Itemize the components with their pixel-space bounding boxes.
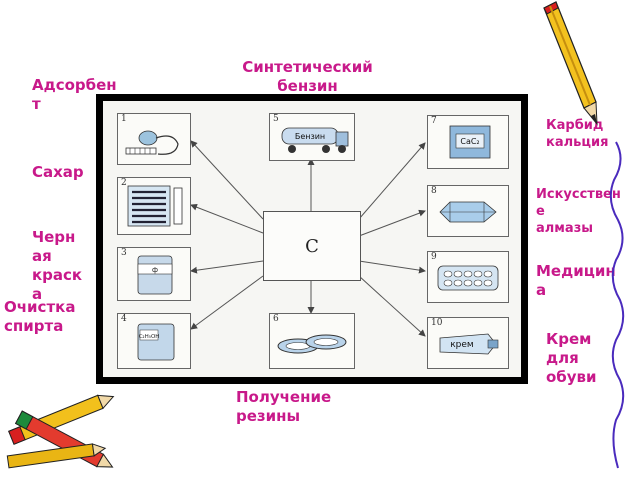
tanker-truck-icon: Бензин [281,127,349,153]
label-rubber: Получение резины [236,388,332,425]
cell-number: 4 [121,314,127,324]
arrow-to-4 [190,275,264,330]
label-adsorbent: Адсорбен т [32,76,117,113]
tablets-icon [437,265,499,291]
cell-synthetic-gasoline: 5 Бензин [269,113,355,161]
cream-label: крем [450,340,473,350]
cell-number: 3 [121,248,127,258]
paint-jar-icon: ф [137,255,173,295]
cell-adsorbent: 1 [117,113,191,165]
label-sugar: Сахар [32,163,84,181]
carbon-center-box: C [263,211,361,281]
label-spirit-cleaning: Очистка спирта [4,298,76,335]
arrow-to-9 [358,260,426,274]
squiggle-icon [609,141,625,469]
diagram-panel: C 1 2 [103,101,521,377]
cell-number: 10 [431,318,443,328]
label-medicine: Медицин а [536,262,616,299]
label-artificial-diamonds: Искусствен е алмазы [536,187,621,236]
cell-artificial-diamonds: 8 [427,185,509,237]
cell-number: 6 [273,314,279,324]
cell-spirit-cleaning: 4 C₂H₅OH [117,313,191,369]
arrow-to-8 [358,209,426,237]
cell-medicine: 9 [427,251,509,303]
label-calcium-carbide: Карбид кальция [546,118,609,150]
carbide-drum-icon: CaC₂ [449,125,491,159]
gas-mask-icon [125,130,179,155]
paint-jar-text: ф [152,266,158,274]
arrow-to-10 [358,275,426,337]
diamond-icon [439,201,497,223]
arrow-to-1 [190,140,264,220]
cream-tube-icon: крем [439,333,499,355]
connector-arrows [190,140,426,337]
tanker-label: Бензин [295,132,325,141]
spirit-formula: C₂H₅OH [139,334,160,340]
carbon-symbol: C [305,235,319,257]
arrow-to-3 [190,260,264,274]
cell-number: 1 [121,114,127,124]
cell-calcium-carbide: 7 CaC₂ [427,115,509,169]
spirit-bottle-icon: C₂H₅OH [137,323,175,361]
label-black-paint: Черн ая краск а [32,228,83,303]
cell-shoe-cream: 10 крем [427,317,509,369]
cell-number: 5 [273,114,279,124]
tyres-icon [277,334,347,354]
carbide-formula: CaC₂ [460,137,479,146]
pencil-icon [543,1,598,126]
cell-number: 2 [121,178,127,188]
diagram-board: C 1 2 [96,94,528,384]
arrow-to-7 [358,142,426,220]
cell-number: 7 [431,116,437,126]
cell-number: 9 [431,252,437,262]
cell-rubber: 6 [269,313,355,369]
cell-sugar: 2 [117,177,191,235]
cell-black-paint: 3 ф [117,247,191,301]
crayons-icon [6,394,115,469]
arrow-to-2 [190,203,264,234]
label-shoe-cream: Крем для обуви [546,330,597,386]
sugar-icon [127,185,183,227]
label-synthetic-gasoline: Синтетический бензин [242,58,373,95]
cell-number: 8 [431,186,437,196]
